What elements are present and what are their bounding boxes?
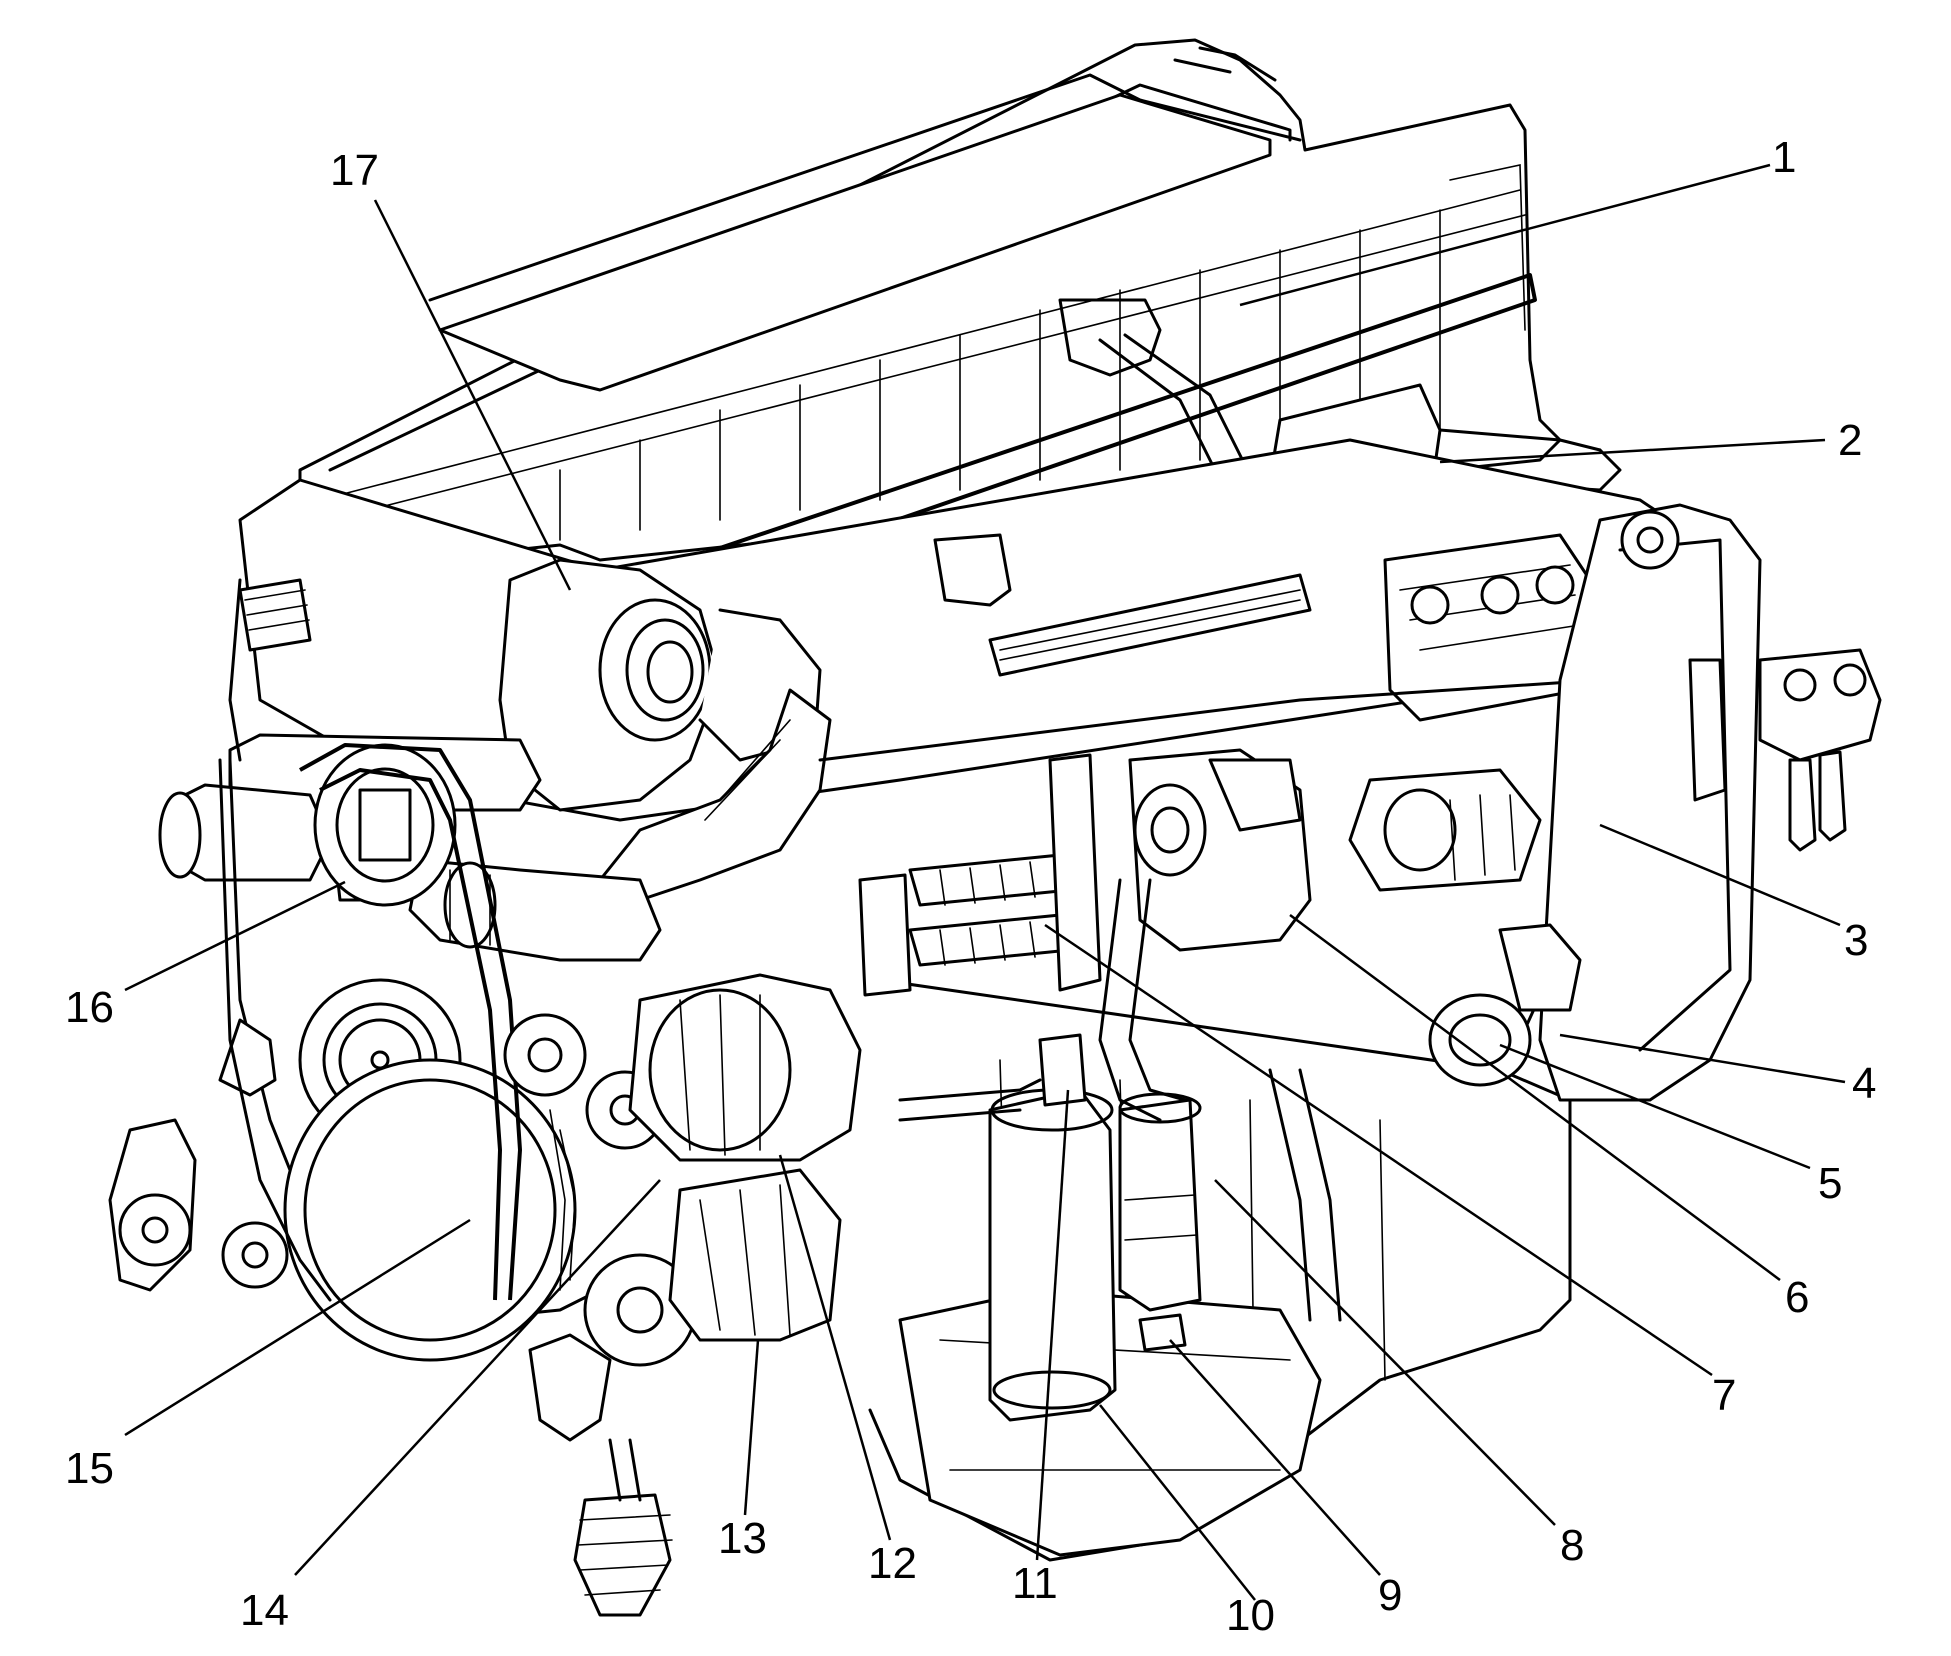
callout-6: 6	[1785, 1273, 1809, 1322]
callout-9: 9	[1378, 1571, 1402, 1620]
leader-11	[1035, 1089, 1070, 1561]
leader-16	[124, 880, 346, 992]
leader-10	[1099, 1404, 1256, 1601]
alternator	[628, 973, 862, 1162]
leader-14	[294, 1179, 661, 1576]
leader-12	[778, 1154, 892, 1541]
callout-4: 4	[1852, 1059, 1876, 1108]
callout-11: 11	[1012, 1559, 1058, 1608]
callout-14: 14	[240, 1586, 289, 1635]
turbocharger	[498, 558, 832, 902]
callout-15: 15	[65, 1444, 114, 1493]
filter-housings	[988, 1033, 1202, 1422]
callout-10: 10	[1226, 1591, 1275, 1640]
callout-8: 8	[1560, 1521, 1584, 1570]
drive-shaft	[528, 1333, 673, 1617]
fuel-pump-area	[858, 748, 1582, 1322]
leader-15	[124, 1218, 471, 1437]
leader-7	[1044, 923, 1713, 1377]
leader-lines	[124, 163, 1846, 1601]
leader-3	[1599, 823, 1841, 927]
front-accessories	[108, 743, 697, 1367]
leader-6	[1289, 913, 1781, 1282]
callout-13: 13	[718, 1514, 767, 1563]
callout-labels: 1 2 3 4 5 6 7 8 9 10 11 12 13 14 15 16 1…	[65, 133, 1876, 1640]
callout-12: 12	[868, 1539, 917, 1588]
callout-7: 7	[1712, 1371, 1736, 1420]
callout-17: 17	[330, 146, 379, 195]
leader-1	[1239, 163, 1771, 307]
callout-16: 16	[65, 983, 114, 1032]
leader-13	[743, 1339, 760, 1516]
valve-cover	[298, 38, 1562, 562]
callout-2: 2	[1838, 416, 1862, 465]
callout-5: 5	[1818, 1159, 1842, 1208]
leader-17	[373, 199, 572, 591]
front-cover	[218, 578, 332, 1302]
callout-1: 1	[1772, 133, 1796, 182]
leader-8	[1214, 1179, 1556, 1526]
leader-9	[1169, 1339, 1381, 1576]
leader-2	[1439, 438, 1826, 464]
engine-illustration	[108, 38, 1882, 1617]
callout-3: 3	[1844, 916, 1868, 965]
leader-5	[1499, 1043, 1811, 1170]
leader-4	[1559, 1033, 1846, 1084]
ac-compressor	[668, 1168, 842, 1342]
